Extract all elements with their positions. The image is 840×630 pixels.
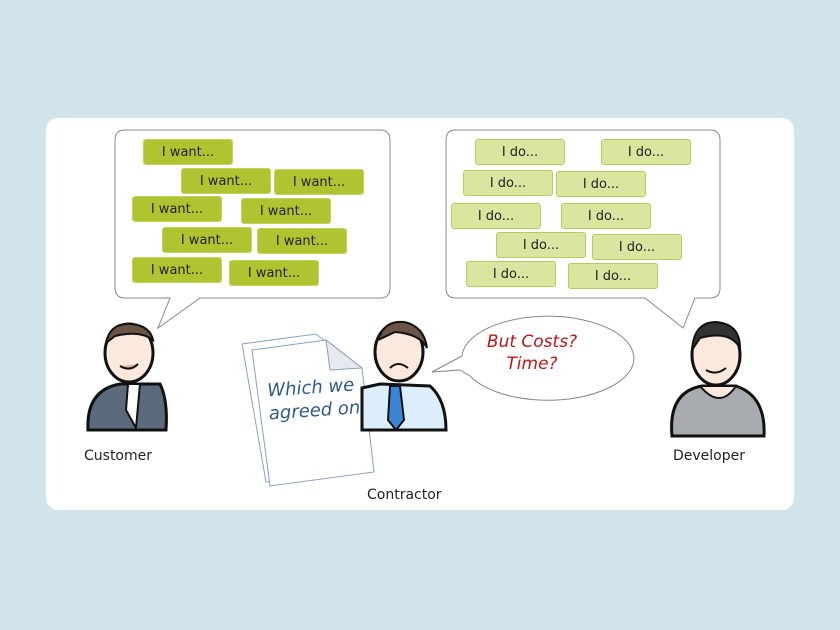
- want-card: I want...: [132, 257, 222, 283]
- question-line-1: But Costs?: [486, 332, 578, 352]
- want-card: I want...: [132, 196, 222, 222]
- contractor-label: Contractor: [367, 487, 442, 503]
- do-card: I do...: [463, 170, 553, 196]
- want-card: I want...: [257, 228, 347, 254]
- do-card: I do...: [496, 232, 586, 258]
- do-card: I do...: [451, 203, 541, 229]
- question-text: But Costs? Time?: [470, 331, 594, 375]
- do-card: I do...: [592, 234, 682, 260]
- do-card: I do...: [556, 171, 646, 197]
- do-card: I do...: [568, 263, 658, 289]
- want-card: I want...: [229, 260, 319, 286]
- contractor-figure: [360, 320, 448, 432]
- want-card: I want...: [143, 139, 233, 165]
- do-card: I do...: [466, 261, 556, 287]
- want-card: I want...: [181, 168, 271, 194]
- question-line-2: Time?: [506, 354, 558, 374]
- want-card: I want...: [241, 198, 331, 224]
- do-card: I do...: [561, 203, 651, 229]
- developer-label: Developer: [673, 448, 746, 464]
- customer-figure: [86, 322, 168, 432]
- want-card: I want...: [274, 169, 364, 195]
- contract-document-icon: [241, 333, 375, 487]
- customer-label: Customer: [84, 448, 153, 464]
- want-card: I want...: [162, 227, 252, 253]
- do-card: I do...: [601, 139, 691, 165]
- contractor-speech-bubble: [431, 315, 635, 401]
- developer-figure: [670, 320, 766, 438]
- document-text: Which we agreed on: [266, 374, 362, 425]
- do-card: I do...: [475, 139, 565, 165]
